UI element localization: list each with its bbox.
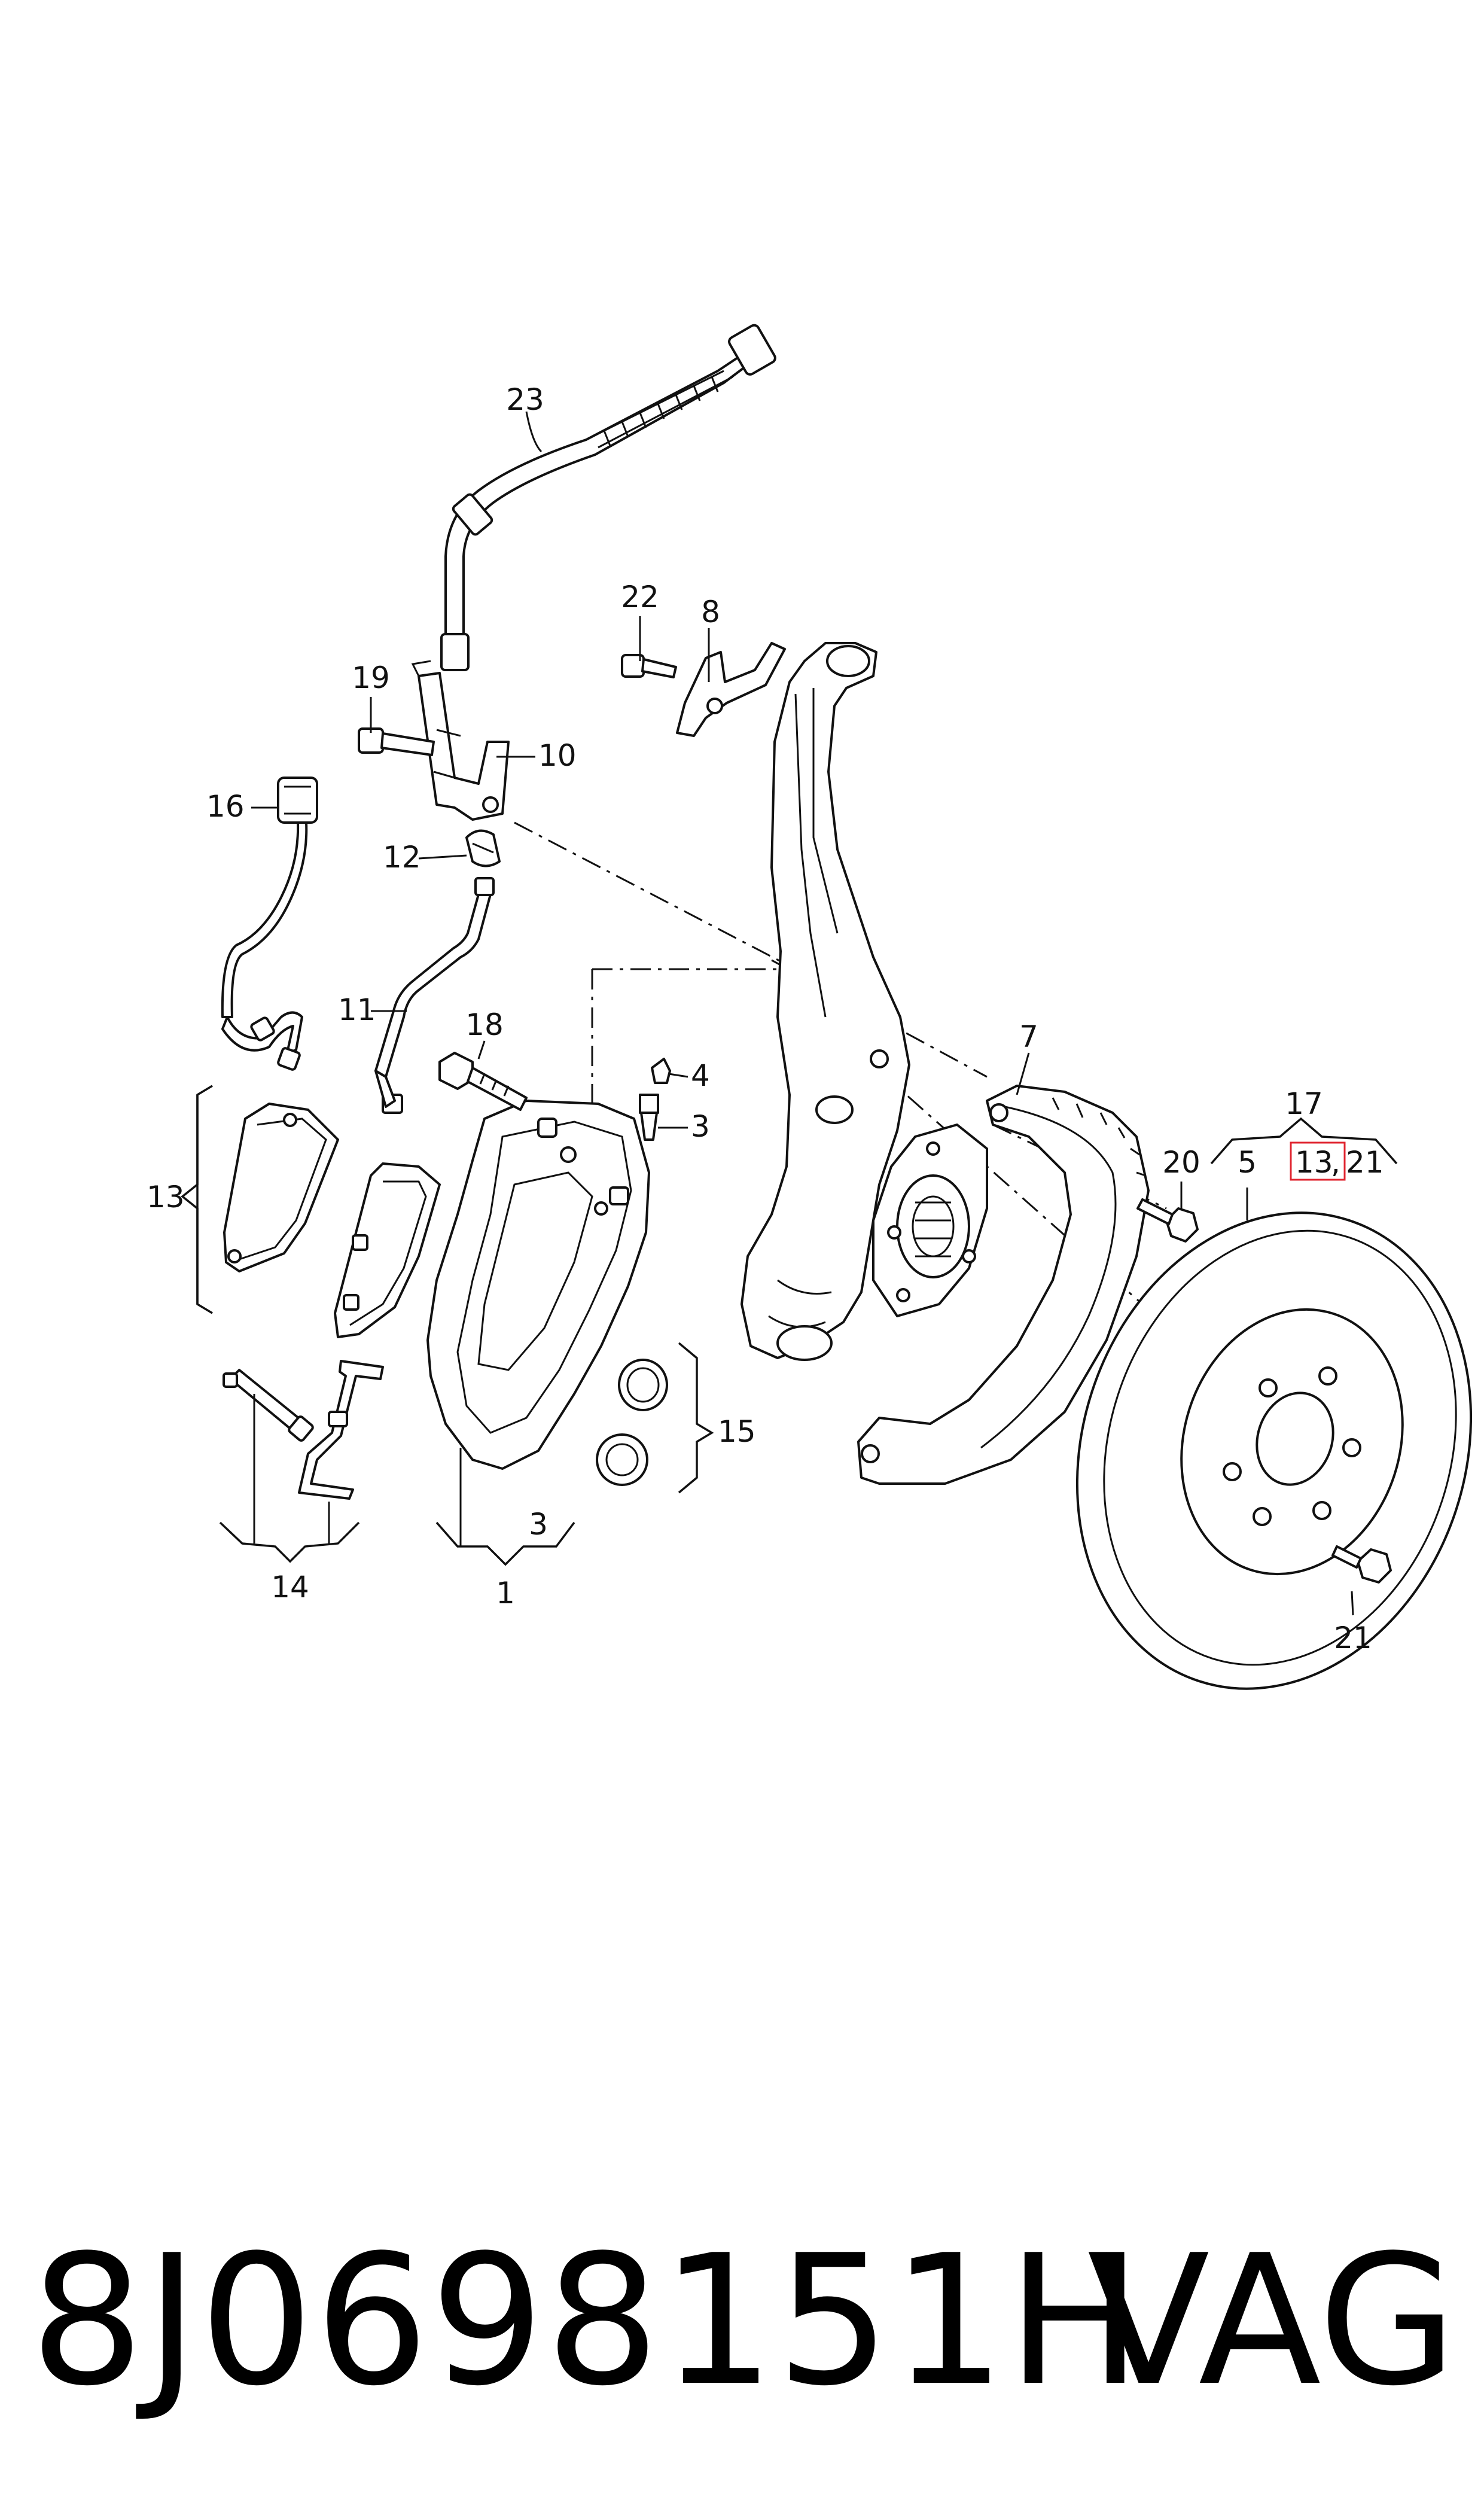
callout-17: 17 — [1285, 1086, 1323, 1121]
callout-labels: 23 22 8 19 10 16 12 11 18 4 3 13 7 17 20… — [147, 382, 1384, 1655]
callout-19: 19 — [352, 660, 390, 695]
brand-name: VAG — [1087, 2216, 1457, 2425]
bolt-18[interactable] — [438, 1052, 528, 1111]
bleed-valve[interactable] — [639, 1094, 659, 1141]
steering-knuckle[interactable] — [741, 642, 910, 1361]
callout-1: 1 — [496, 1576, 515, 1610]
hose-bracket[interactable] — [411, 660, 510, 821]
brake-pad-rear[interactable] — [334, 1162, 441, 1338]
bolt-22[interactable] — [621, 654, 677, 678]
callout-20: 20 — [1162, 1145, 1200, 1180]
callout-11: 11 — [338, 992, 376, 1027]
splash-shield[interactable] — [857, 1085, 1150, 1485]
callout-7: 7 — [1019, 1019, 1038, 1054]
callout-5: 5 — [1238, 1145, 1257, 1180]
callout-4: 4 — [691, 1058, 710, 1093]
leader-lines — [251, 411, 1354, 1616]
callout-3: 3 — [691, 1109, 710, 1144]
wheel-hub[interactable] — [872, 1123, 988, 1317]
highlight-box — [1290, 1141, 1346, 1181]
brace-14 — [219, 1394, 360, 1563]
seal-ring-lower[interactable] — [596, 1433, 648, 1486]
callout-13: 13 — [147, 1180, 185, 1214]
brake-line[interactable] — [374, 877, 495, 1114]
pad-pin[interactable] — [223, 1369, 314, 1442]
callout-comma: , — [1331, 1145, 1340, 1180]
bleed-cap[interactable] — [651, 1058, 671, 1084]
callout-14: 14 — [271, 1570, 309, 1604]
brake-pad-front[interactable] — [223, 1103, 339, 1272]
part-number: 8J0698151H — [30, 2216, 1144, 2425]
brake-caliper[interactable] — [426, 1100, 650, 1470]
callout-10: 10 — [538, 738, 577, 773]
seal-ring-upper[interactable] — [618, 1359, 668, 1411]
clip-12[interactable] — [465, 829, 501, 867]
callout-21-upper: 21 — [1346, 1145, 1384, 1180]
callout-13-highlighted: 13 — [1295, 1145, 1333, 1180]
pad-spring[interactable] — [298, 1360, 384, 1500]
callout-3-lower: 3 — [529, 1507, 548, 1542]
callout-22: 22 — [621, 580, 659, 614]
brake-hose[interactable] — [440, 324, 777, 671]
footer: 8J0698151H VAG — [0, 2213, 1484, 2429]
brace-17 — [1210, 1117, 1398, 1165]
callout-8: 8 — [701, 595, 720, 629]
callout-21-lower: 21 — [1334, 1621, 1372, 1655]
callout-15: 15 — [718, 1414, 756, 1449]
bolt-20[interactable] — [1136, 1198, 1199, 1243]
callout-23: 23 — [506, 382, 544, 417]
callout-18: 18 — [465, 1007, 504, 1042]
brace-15 — [678, 1342, 714, 1494]
brace-1 — [435, 1448, 575, 1566]
callout-12: 12 — [383, 840, 421, 875]
brace-13 — [181, 1085, 213, 1314]
wear-sensor[interactable] — [221, 777, 318, 1071]
sensor-bracket[interactable] — [676, 642, 786, 737]
callout-16: 16 — [206, 789, 245, 824]
bolt-21[interactable] — [1331, 1545, 1392, 1584]
